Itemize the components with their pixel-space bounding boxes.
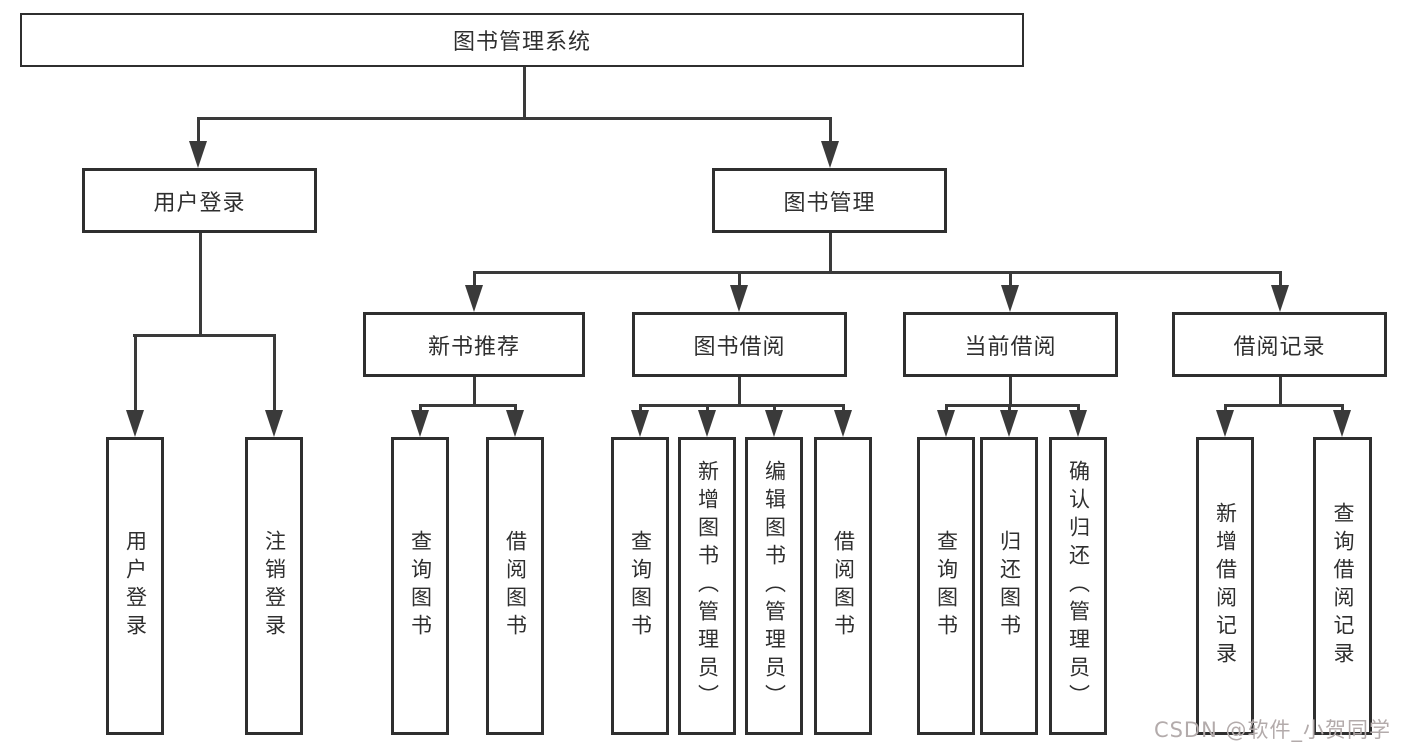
connector-arrow-shaft xyxy=(272,334,276,413)
connector-arrow-shaft xyxy=(196,117,200,144)
connector-arrow-shaft xyxy=(1340,404,1344,413)
leaf-add-borrow-record: 新增借阅记录 xyxy=(1196,437,1254,735)
arrowhead-down-icon xyxy=(765,410,783,437)
node-label: 图书管理 xyxy=(783,190,876,216)
node-label: 编辑图书（管理员） xyxy=(762,460,787,712)
connector-stem xyxy=(1008,377,1012,407)
node-label: 借阅记录 xyxy=(1233,334,1326,360)
connector-hline xyxy=(197,116,831,120)
leaf-borrow-book-1: 借阅图书 xyxy=(486,437,544,735)
connector-arrow-shaft xyxy=(1278,271,1282,288)
arrowhead-down-icon xyxy=(465,285,483,312)
arrowhead-down-icon xyxy=(126,410,144,437)
node-label: 注销登录 xyxy=(262,530,287,642)
arrowhead-down-icon xyxy=(937,410,955,437)
arrowhead-down-icon xyxy=(631,410,649,437)
connector-arrow-shaft xyxy=(513,404,517,413)
connector-stem xyxy=(198,233,202,337)
leaf-add-book-admin: 新增图书（管理员） xyxy=(678,437,736,735)
leaf-confirm-return-admin: 确认归还（管理员） xyxy=(1049,437,1107,735)
connector-stem xyxy=(1278,377,1282,407)
node-new-book-recommend: 新书推荐 xyxy=(363,312,585,377)
connector-arrow-shaft xyxy=(133,334,137,413)
connector-arrow-shaft xyxy=(828,117,832,144)
arrowhead-down-icon xyxy=(821,141,839,168)
arrowhead-down-icon xyxy=(411,410,429,437)
connector-stem xyxy=(828,233,832,274)
arrowhead-down-icon xyxy=(698,410,716,437)
arrowhead-down-icon xyxy=(1001,285,1019,312)
arrowhead-down-icon xyxy=(189,141,207,168)
node-label: 图书借阅 xyxy=(693,334,786,360)
connector-arrow-shaft xyxy=(638,404,642,413)
node-label: 查询图书 xyxy=(628,530,653,642)
connector-arrow-shaft xyxy=(944,404,948,413)
connector-hline xyxy=(473,270,1281,274)
node-user-login: 用户登录 xyxy=(82,168,317,233)
node-label: 新书推荐 xyxy=(427,334,520,360)
connector-arrow-shaft xyxy=(1008,271,1012,288)
connector-hline xyxy=(639,403,845,407)
arrowhead-down-icon xyxy=(730,285,748,312)
node-label: 查询图书 xyxy=(408,530,433,642)
node-label: 新增图书（管理员） xyxy=(695,460,720,712)
leaf-query-book-2: 查询图书 xyxy=(611,437,669,735)
node-label: 用户登录 xyxy=(153,190,246,216)
node-label: 归还图书 xyxy=(997,530,1022,642)
connector-stem xyxy=(522,67,526,120)
arrowhead-down-icon xyxy=(1333,410,1351,437)
connector-arrow-shaft xyxy=(1223,404,1227,413)
node-book-borrow: 图书借阅 xyxy=(632,312,847,377)
node-label: 查询图书 xyxy=(934,530,959,642)
leaf-edit-book-admin: 编辑图书（管理员） xyxy=(745,437,803,735)
connector-arrow-shaft xyxy=(472,271,476,288)
leaf-query-borrow-record: 查询借阅记录 xyxy=(1313,437,1372,735)
arrowhead-down-icon xyxy=(1000,410,1018,437)
leaf-user-login: 用户登录 xyxy=(106,437,164,735)
leaf-return-book: 归还图书 xyxy=(980,437,1038,735)
leaf-query-book-3: 查询图书 xyxy=(917,437,975,735)
node-label: 用户登录 xyxy=(123,530,148,642)
node-root-library-system: 图书管理系统 xyxy=(20,13,1024,67)
watermark: CSDN @软件_小贺同学 xyxy=(1153,718,1391,742)
node-label: 图书管理系统 xyxy=(452,30,591,55)
arrowhead-down-icon xyxy=(1216,410,1234,437)
arrowhead-down-icon xyxy=(265,410,283,437)
node-label: 确认归还（管理员） xyxy=(1066,460,1091,712)
connector-hline xyxy=(419,403,517,407)
leaf-borrow-book-2: 借阅图书 xyxy=(814,437,872,735)
connector-arrow-shaft xyxy=(841,404,845,413)
node-label: 借阅图书 xyxy=(831,530,856,642)
connector-arrow-shaft xyxy=(1007,404,1011,413)
node-borrow-record: 借阅记录 xyxy=(1172,312,1387,377)
arrowhead-down-icon xyxy=(1271,285,1289,312)
connector-hline xyxy=(133,333,276,337)
connector-arrow-shaft xyxy=(772,404,776,413)
connector-hline xyxy=(1224,403,1344,407)
arrowhead-down-icon xyxy=(1069,410,1087,437)
node-label: 查询借阅记录 xyxy=(1331,502,1355,670)
connector-arrow-shaft xyxy=(418,404,422,413)
node-current-borrow: 当前借阅 xyxy=(903,312,1118,377)
connector-arrow-shaft xyxy=(737,271,741,288)
connector-arrow-shaft xyxy=(705,404,709,413)
node-label: 当前借阅 xyxy=(964,334,1057,360)
node-label: 借阅图书 xyxy=(503,530,528,642)
connector-hline xyxy=(945,403,1080,407)
node-label: 新增借阅记录 xyxy=(1213,502,1238,670)
leaf-logout: 注销登录 xyxy=(245,437,303,735)
leaf-query-book-1: 查询图书 xyxy=(391,437,449,735)
connector-stem xyxy=(737,377,741,407)
arrowhead-down-icon xyxy=(506,410,524,437)
node-book-management: 图书管理 xyxy=(712,168,947,233)
arrowhead-down-icon xyxy=(834,410,852,437)
connector-arrow-shaft xyxy=(1076,404,1080,413)
connector-stem xyxy=(472,377,476,407)
